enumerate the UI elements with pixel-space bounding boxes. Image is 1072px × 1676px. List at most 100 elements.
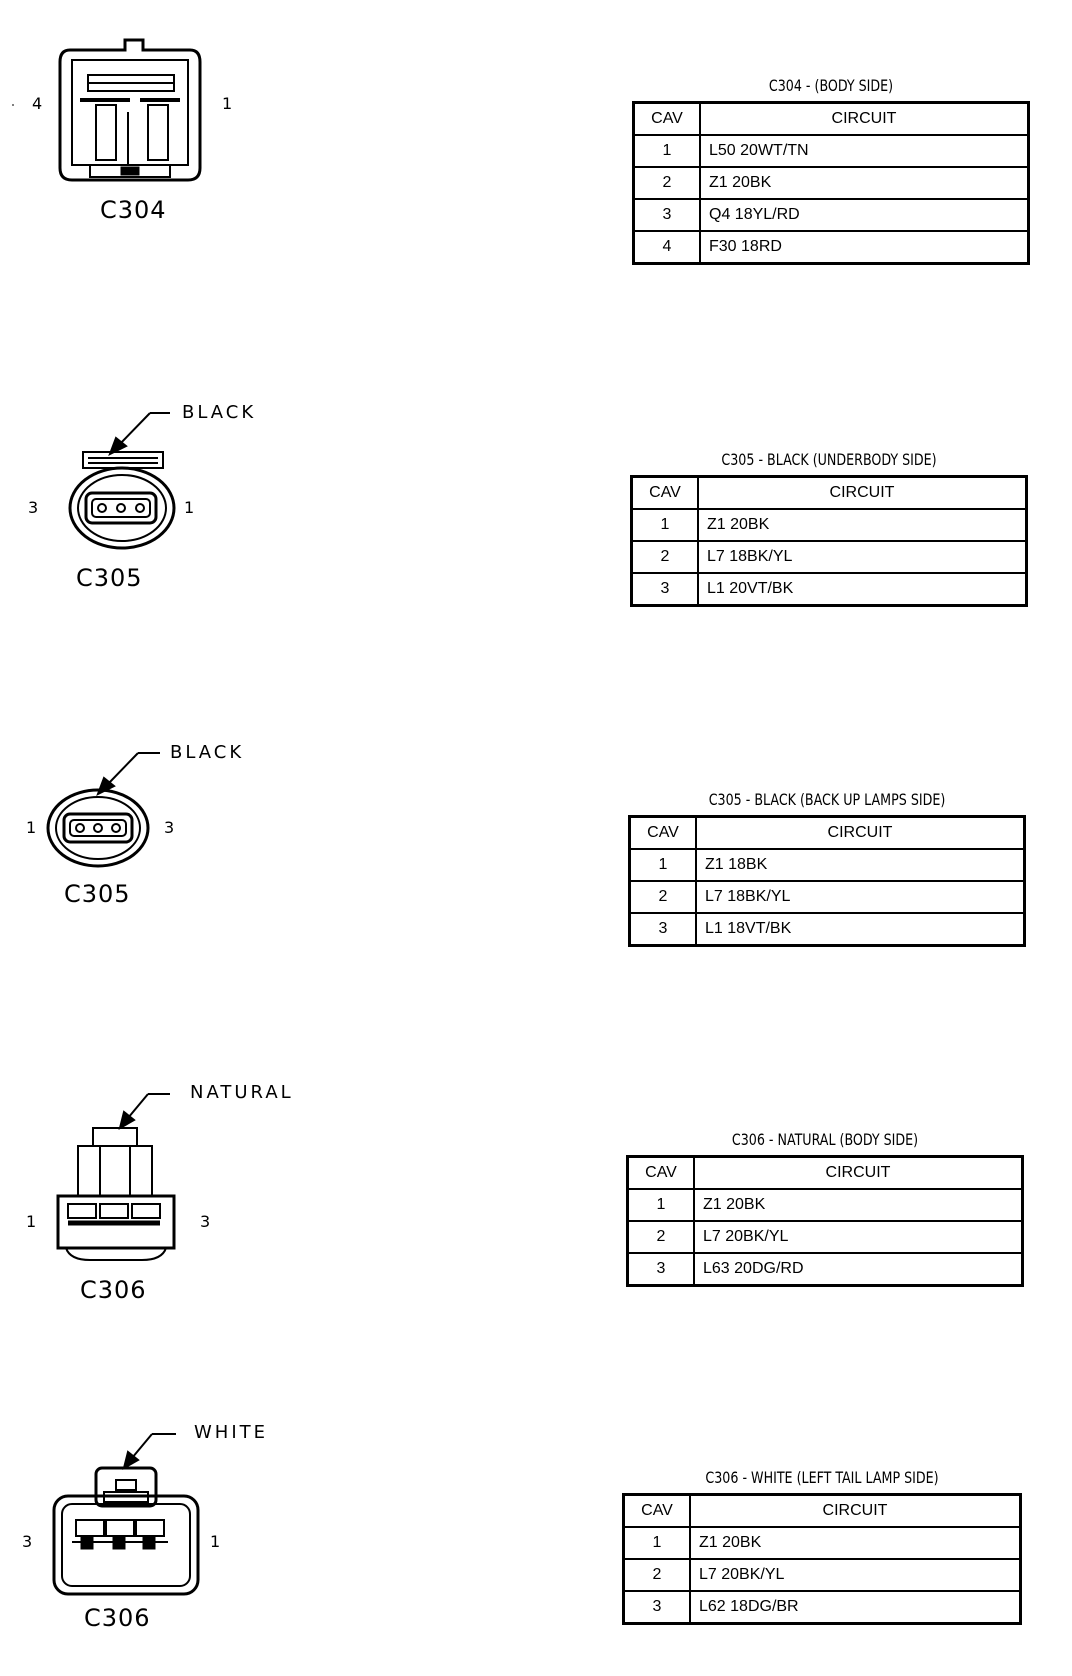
table-header-row: CAV CIRCUIT (626, 1155, 1024, 1190)
circuit-cell: Z1 20BK (689, 1526, 1022, 1560)
c305-underbody-color-label: BLACK (182, 402, 257, 423)
circuit-cell: L50 20WT/TN (699, 134, 1030, 168)
circuit-header: CIRCUIT (695, 815, 1026, 850)
circuit-cell: Z1 20BK (693, 1188, 1024, 1222)
c306-natural-connector-name: C306 (80, 1276, 147, 1304)
circuit-cell: L7 18BK/YL (697, 540, 1028, 574)
connector-c305-backup: BLACK 1 3 C305 (0, 740, 320, 920)
c306-natural-pin-right-label: 3 (200, 1212, 211, 1231)
c304-pin-right-label: 1 (222, 94, 233, 113)
cav-header: CAV (630, 475, 699, 510)
cav-cell: 3 (626, 1252, 695, 1287)
circuit-cell: L1 18VT/BK (695, 912, 1026, 947)
connector-c306-white: WHITE 3 1 C306 (0, 1420, 320, 1660)
c304-pin-left-label: 4 (32, 94, 43, 113)
cav-header: CAV (628, 815, 697, 850)
circuit-cell: L62 18DG/BR (689, 1590, 1022, 1625)
circuit-cell: L1 20VT/BK (697, 572, 1028, 607)
cav-header: CAV (626, 1155, 695, 1190)
table-title: C306 - WHITE (LEFT TAIL LAMP SIDE) (705, 1468, 939, 1487)
cav-cell: 2 (630, 540, 699, 574)
table-header-row: CAV CIRCUIT (622, 1493, 1022, 1528)
cav-cell: 2 (622, 1558, 691, 1592)
cav-cell: 3 (622, 1590, 691, 1625)
cav-cell: 2 (628, 880, 697, 914)
c304-connector-name: C304 (100, 196, 167, 224)
cav-cell: 4 (632, 230, 701, 265)
table-title: C304 - (BODY SIDE) (768, 76, 894, 95)
c306-white-pin-right-label: 1 (210, 1532, 221, 1551)
cav-cell: 1 (630, 508, 699, 542)
c305-backup-pin-left-label: 1 (26, 818, 37, 837)
circuit-header: CIRCUIT (689, 1493, 1022, 1528)
cav-cell: 1 (626, 1188, 695, 1222)
cav-header: CAV (622, 1493, 691, 1528)
circuit-header: CIRCUIT (699, 101, 1030, 136)
c305-backup-pinout-table: C305 - BLACK (BACK UP LAMPS SIDE) CAV CI… (628, 790, 1026, 947)
table-header-row: CAV CIRCUIT (632, 101, 1030, 136)
c304-connector-diagram (12, 38, 202, 182)
c306-natural-pinout-table: C306 - NATURAL (BODY SIDE) CAV CIRCUIT 1… (626, 1130, 1024, 1287)
connector-c304: 4 1 C304 (0, 0, 320, 240)
circuit-cell: F30 18RD (699, 230, 1030, 265)
cav-cell: 3 (630, 572, 699, 607)
cav-cell: 1 (622, 1526, 691, 1560)
circuit-cell: Z1 18BK (695, 848, 1026, 882)
circuit-cell: L7 20BK/YL (689, 1558, 1022, 1592)
circuit-cell: L7 20BK/YL (693, 1220, 1024, 1254)
table-header-row: CAV CIRCUIT (630, 475, 1028, 510)
table-title: C305 - BLACK (UNDERBODY SIDE) (721, 450, 937, 469)
cav-cell: 3 (628, 912, 697, 947)
c306-natural-color-label: NATURAL (190, 1082, 294, 1103)
cav-cell: 2 (626, 1220, 695, 1254)
c306-white-pin-left-label: 3 (22, 1532, 33, 1551)
cav-cell: 3 (632, 198, 701, 232)
cav-header: CAV (632, 101, 701, 136)
c305-backup-connector-name: C305 (64, 880, 131, 908)
circuit-cell: Z1 20BK (699, 166, 1030, 200)
circuit-header: CIRCUIT (697, 475, 1028, 510)
table-title: C305 - BLACK (BACK UP LAMPS SIDE) (708, 790, 946, 809)
table-title: C306 - NATURAL (BODY SIDE) (731, 1130, 919, 1149)
cav-cell: 2 (632, 166, 701, 200)
c306-white-color-label: WHITE (194, 1422, 269, 1443)
circuit-cell: L63 20DG/RD (693, 1252, 1024, 1287)
c305-underbody-pin-left-label: 3 (28, 498, 39, 517)
connector-c305-underbody: BLACK 3 1 C305 (0, 400, 320, 600)
c305-underbody-pin-right-label: 1 (184, 498, 195, 517)
c305-underbody-connector-name: C305 (76, 564, 143, 592)
c306-white-connector-name: C306 (84, 1604, 151, 1632)
circuit-cell: Z1 20BK (697, 508, 1028, 542)
c306-white-connector-diagram (52, 1433, 200, 1596)
circuit-cell: L7 18BK/YL (695, 880, 1026, 914)
table-header-row: CAV CIRCUIT (628, 815, 1026, 850)
c305-underbody-pinout-table: C305 - BLACK (UNDERBODY SIDE) CAV CIRCUI… (630, 450, 1028, 607)
circuit-header: CIRCUIT (693, 1155, 1024, 1190)
cav-cell: 1 (628, 848, 697, 882)
cav-cell: 1 (632, 134, 701, 168)
c305-backup-color-label: BLACK (170, 742, 245, 763)
c306-white-pinout-table: C306 - WHITE (LEFT TAIL LAMP SIDE) CAV C… (622, 1468, 1022, 1625)
c306-natural-pin-left-label: 1 (26, 1212, 37, 1231)
